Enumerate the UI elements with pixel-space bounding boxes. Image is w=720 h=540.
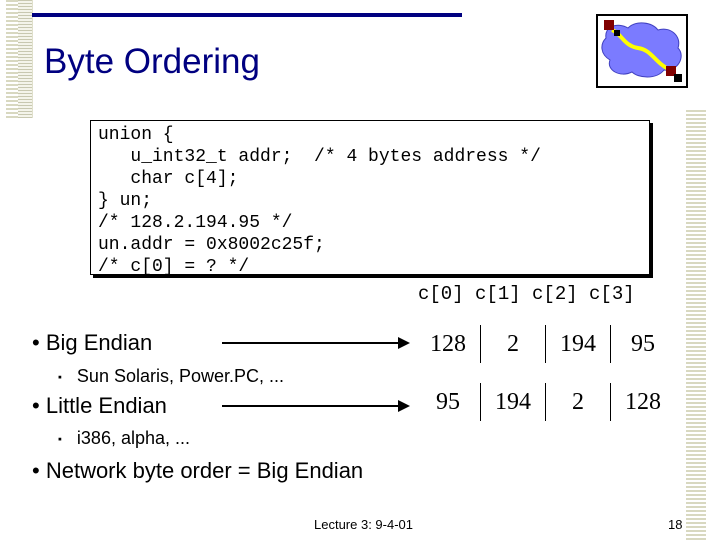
little-endian-byte-row: 95 194 2 128: [416, 383, 675, 421]
slide-title: Byte Ordering: [44, 42, 260, 81]
left-bar-hatching: [18, 0, 32, 118]
byte-cell: 194: [545, 325, 611, 363]
code-line: char c[4];: [98, 169, 239, 189]
byte-column-headers: c[0] c[1] c[2] c[3]: [418, 283, 635, 305]
network-cloud-icon: [596, 14, 688, 88]
bullet-dot-icon: •: [32, 393, 40, 418]
byte-cell: 128: [430, 330, 466, 357]
code-line: u_int32_t addr; /* 4 bytes address */: [98, 147, 541, 167]
right-arrow-icon: [398, 400, 410, 412]
code-line: union {: [98, 125, 174, 145]
title-accent-line: [32, 13, 462, 17]
byte-cell: 2: [480, 325, 546, 363]
code-line: /* 128.2.194.95 */: [98, 213, 293, 233]
sub-bullet-little-endian: ▪ i386, alpha, ...: [58, 428, 190, 449]
left-decorative-bar: [6, 0, 33, 118]
byte-cell: 194: [480, 383, 546, 421]
byte-cell: 95: [436, 388, 460, 415]
sub-bullet-text: i386, alpha, ...: [76, 428, 191, 448]
sub-bullet-text: Sun Solaris, Power.PC, ...: [76, 366, 285, 386]
byte-cell: 95: [610, 325, 675, 363]
bullet-text: Network byte order = Big Endian: [45, 458, 364, 483]
big-endian-arrow-shaft: [222, 342, 400, 344]
right-arrow-icon: [398, 337, 410, 349]
code-line: /* c[0] = ? */: [98, 257, 250, 277]
bullet-dot-icon: •: [32, 458, 40, 483]
bullet-text: Big Endian: [45, 330, 153, 355]
bullet-text: Little Endian: [45, 393, 167, 418]
sub-bullet-dot-icon: ▪: [58, 371, 62, 384]
byte-cell: 2: [545, 383, 611, 421]
byte-cell: 128: [610, 383, 675, 421]
code-line: un.addr = 0x8002c25f;: [98, 235, 325, 255]
bullet-network-order: • Network byte order = Big Endian: [32, 458, 363, 484]
logo-graphic: [601, 20, 682, 82]
bullet-dot-icon: •: [32, 330, 40, 355]
bullet-big-endian: • Big Endian: [32, 330, 152, 356]
row-gap: [416, 363, 675, 383]
sub-bullet-big-endian: ▪ Sun Solaris, Power.PC, ...: [58, 366, 284, 387]
big-endian-byte-row: 128 2 194 95: [416, 325, 675, 363]
footer-page-number: 18: [668, 517, 683, 532]
bullet-little-endian: • Little Endian: [32, 393, 167, 419]
little-endian-arrow-shaft: [222, 405, 400, 407]
code-snippet-box: union { u_int32_t addr; /* 4 bytes addre…: [90, 120, 650, 277]
right-decorative-bar: [686, 110, 706, 540]
byte-order-table: 128 2 194 95 95 194 2 128: [416, 325, 675, 421]
code-line: } un;: [98, 191, 153, 211]
footer-lecture: Lecture 3: 9-4-01: [314, 517, 414, 532]
sub-bullet-dot-icon: ▪: [58, 433, 62, 446]
